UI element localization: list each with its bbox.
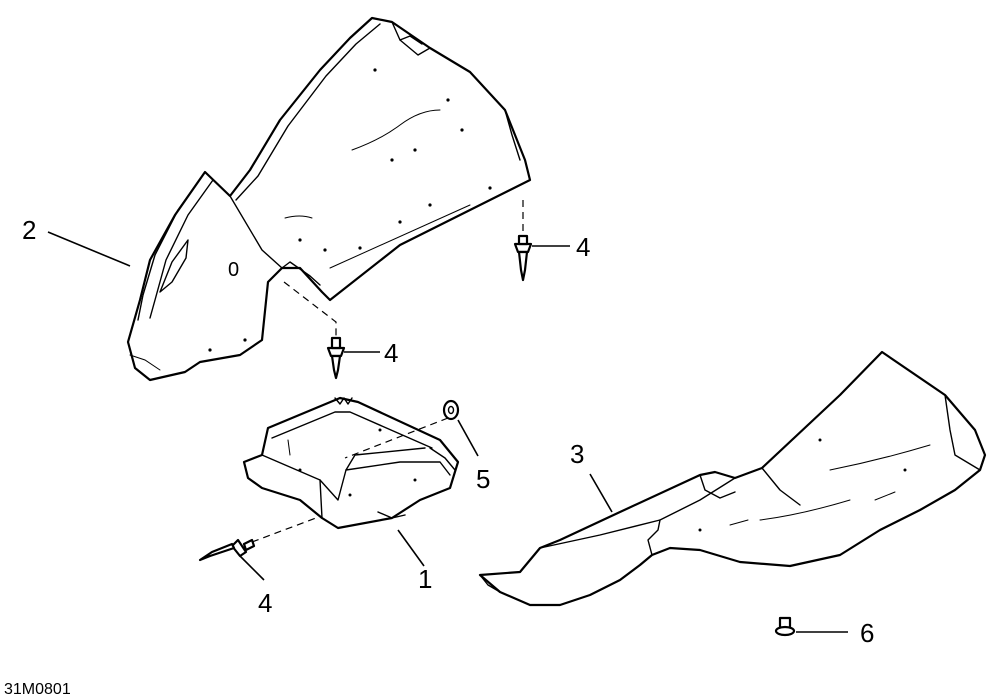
screw-6 [774,616,796,637]
assembly-line-rivet-middle [283,281,337,338]
part-2-upper-shroud: 0 [126,16,532,382]
part-1-bracket [242,396,460,530]
leader-part-3 [589,473,613,513]
callout-part-3: 3 [570,439,584,469]
assembly-line-rivet-lower-left [251,517,317,543]
leader-washer [457,419,479,457]
callout-washer: 5 [476,464,490,494]
callout-rivet-middle: 4 [384,338,398,368]
leader-rivet-lower-left [239,555,265,581]
figure-id: 31M0801 [4,681,71,698]
leader-part-2 [47,231,131,267]
washer-5 [442,399,460,421]
part-3-lower-shroud [478,350,987,607]
leader-part-1 [397,529,425,567]
callout-part-1: 1 [418,564,432,594]
rivet-upper-right [513,234,533,282]
callout-part-2: 2 [22,215,36,245]
callout-screw: 6 [860,618,874,648]
rivet-lower-left [198,538,256,562]
callout-rivet-lower-left: 4 [258,588,272,618]
assembly-line-washer [344,417,449,459]
callout-rivet-upper-right: 4 [576,232,590,262]
part-2-marking: 0 [228,259,239,281]
rivet-middle [326,336,346,380]
